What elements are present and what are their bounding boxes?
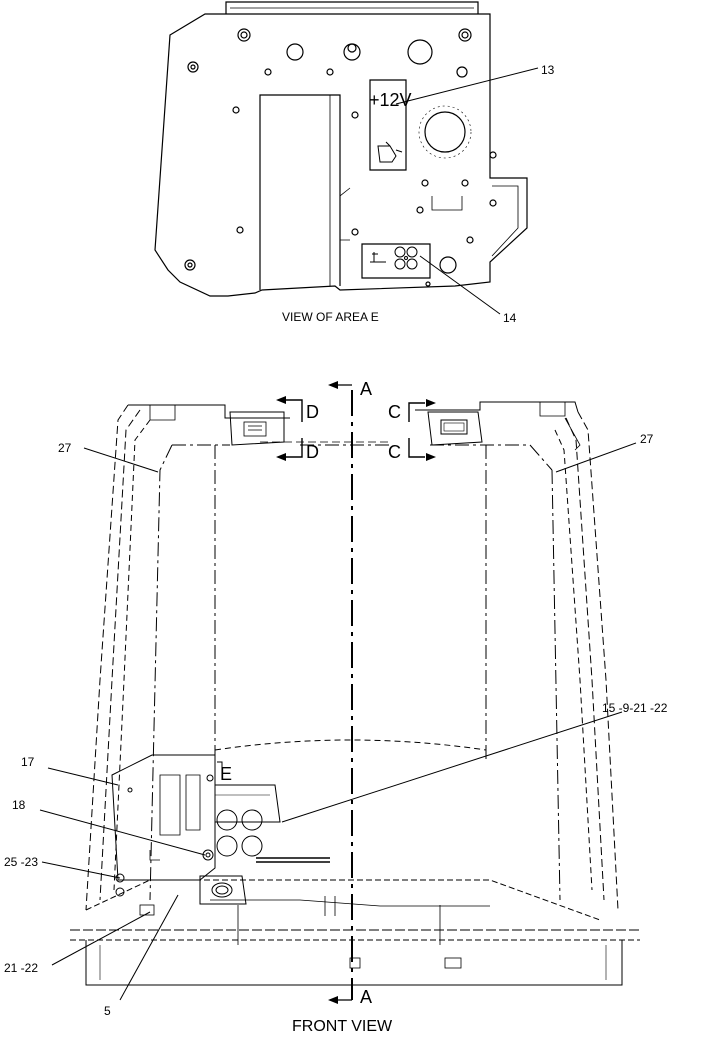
area-e-marker: E xyxy=(220,764,232,784)
area-e-marker-line xyxy=(217,761,223,776)
callout-18: 18 xyxy=(12,798,26,812)
fuel-pump-icon xyxy=(377,141,403,163)
arrow-d-top-icon xyxy=(276,396,286,404)
callout-25-23: 25 -23 xyxy=(4,855,38,869)
section-marker-c xyxy=(408,402,425,458)
caption-front-view: FRONT VIEW xyxy=(292,1018,393,1035)
callout-27-right: 27 xyxy=(640,432,654,446)
callout-14: 14 xyxy=(503,311,517,325)
callout-27-left: 27 xyxy=(58,441,72,455)
section-marker-d xyxy=(260,399,390,458)
callout-5: 5 xyxy=(104,1004,111,1018)
callout-leaders xyxy=(39,442,637,1001)
section-label-c-bottom: C xyxy=(388,442,401,462)
arrow-c-top-icon xyxy=(426,399,436,407)
arrow-a-bottom-icon xyxy=(328,996,338,1004)
area-e-view xyxy=(154,1,528,297)
cab-frame xyxy=(70,401,640,986)
arrow-d-bottom-icon xyxy=(276,453,286,461)
left-top-control-module xyxy=(229,411,285,446)
arrow-c-bottom-icon xyxy=(426,453,436,461)
control-panel-area-e xyxy=(111,754,330,897)
arrow-a-top-icon xyxy=(328,381,338,389)
section-label-c-top: C xyxy=(388,402,401,422)
callout-15-9-21-22: 15 -9-21 -22 xyxy=(602,701,668,715)
section-label-a-bottom: A xyxy=(360,987,372,1007)
section-label-a-top: A xyxy=(360,379,372,399)
leader-line-14 xyxy=(419,255,501,315)
fan-icon xyxy=(394,246,418,270)
section-label-d-top: D xyxy=(306,402,319,422)
callout-21-22: 21 -22 xyxy=(4,961,38,975)
callout-17: 17 xyxy=(21,755,35,769)
caption-view-of-area-e: VIEW OF AREA E xyxy=(282,310,379,324)
seat-icon xyxy=(370,252,386,263)
panel-marking-12v: +12V xyxy=(369,90,412,110)
leader-line-13 xyxy=(395,67,539,105)
callout-13: 13 xyxy=(541,63,555,77)
section-line-a-a xyxy=(330,384,353,1001)
floor-bracket xyxy=(139,875,490,916)
right-top-control-module xyxy=(427,411,483,446)
section-label-d-bottom: D xyxy=(306,442,319,462)
